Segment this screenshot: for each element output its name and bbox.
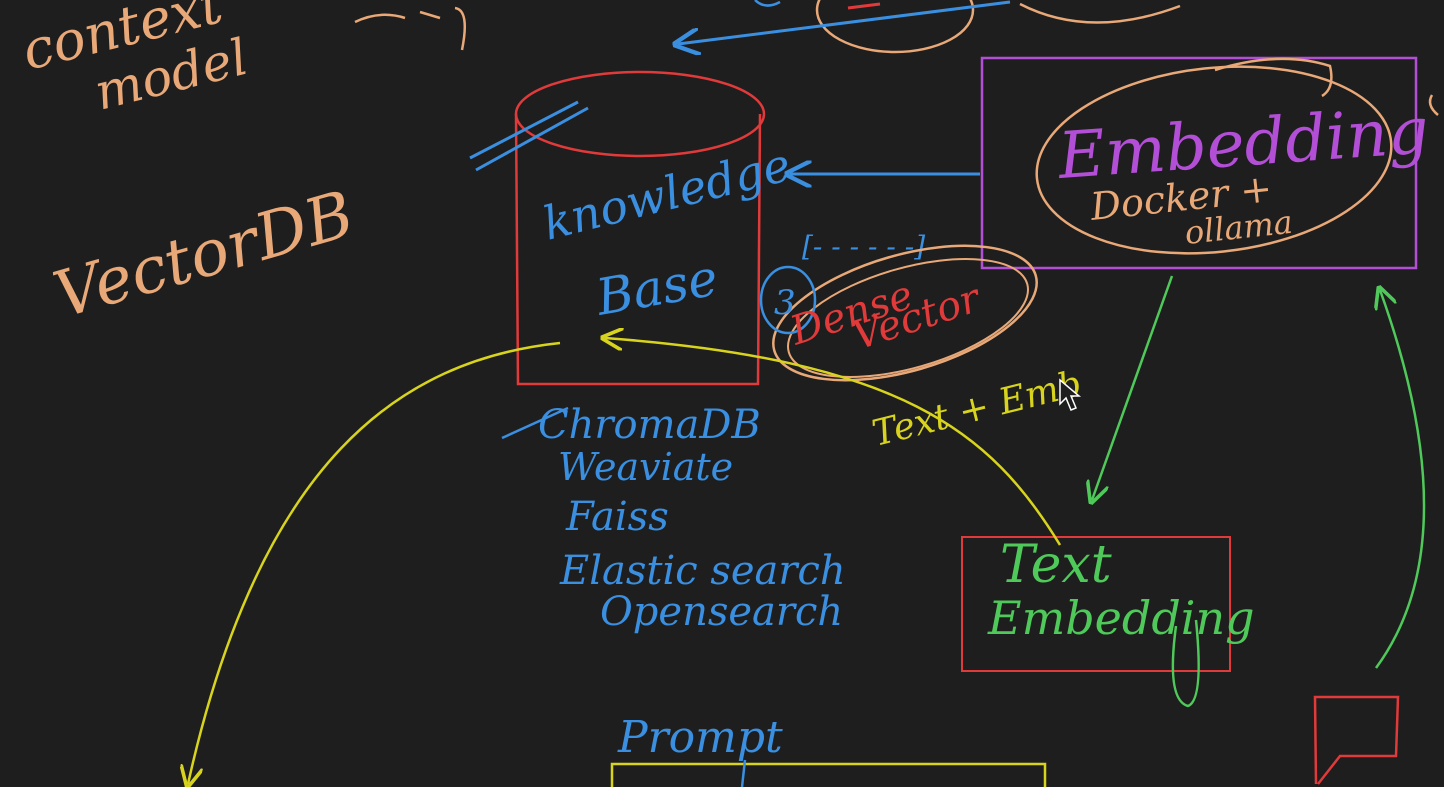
- step-number-circle: [759, 265, 817, 335]
- knowledge-base-cylinder: [514, 70, 766, 386]
- text-label: Text: [1000, 535, 1112, 595]
- dense-vector-bracket: [- - - - - -]: [802, 230, 925, 263]
- vectordb-note: VectorDB: [46, 178, 362, 334]
- prompt-tail: [740, 759, 747, 787]
- vector-db-chromadb: ChromaDB: [538, 402, 761, 448]
- step-number: 3: [774, 283, 796, 323]
- text-plus-emb-note: Text + Emb: [868, 363, 1085, 455]
- prompt-box: [610, 762, 1047, 787]
- embedding-box: [980, 56, 1418, 270]
- vector-db-faiss: Faiss: [565, 494, 669, 540]
- small-red-shape: [1313, 695, 1400, 785]
- embedding-label: Embedding: [987, 591, 1255, 645]
- embed-to-text-arrow: [1092, 275, 1174, 500]
- dense-vector-circle-inner: [787, 258, 1029, 378]
- top-partial-shapes: [354, 0, 1181, 54]
- text-embedding-box: [961, 536, 1231, 672]
- cylinder-strike-marks: [469, 100, 589, 172]
- right-edge-mark: [1428, 94, 1439, 116]
- prompt-label: Prompt: [617, 712, 783, 763]
- text-to-kb-arrow: [605, 338, 1062, 546]
- kb-to-prompt-arrow: [188, 341, 561, 784]
- dense-vector-circle-outer: [772, 244, 1038, 382]
- embedding-loop: [1214, 57, 1333, 98]
- top-blue-arrow: [678, 0, 1011, 44]
- embedding-tail-loop: [1171, 619, 1200, 708]
- return-to-embed-arrow: [1376, 290, 1426, 669]
- vector-db-opensearch: Opensearch: [600, 589, 843, 635]
- vector-db-weaviate: Weaviate: [558, 445, 733, 489]
- base-label: Base: [591, 249, 722, 327]
- vector-db-elasticsearch: Elastic search: [559, 548, 846, 594]
- chromadb-strike: [501, 406, 569, 440]
- embedding-circle: [1035, 65, 1393, 255]
- mouse-cursor-icon: [1059, 378, 1082, 411]
